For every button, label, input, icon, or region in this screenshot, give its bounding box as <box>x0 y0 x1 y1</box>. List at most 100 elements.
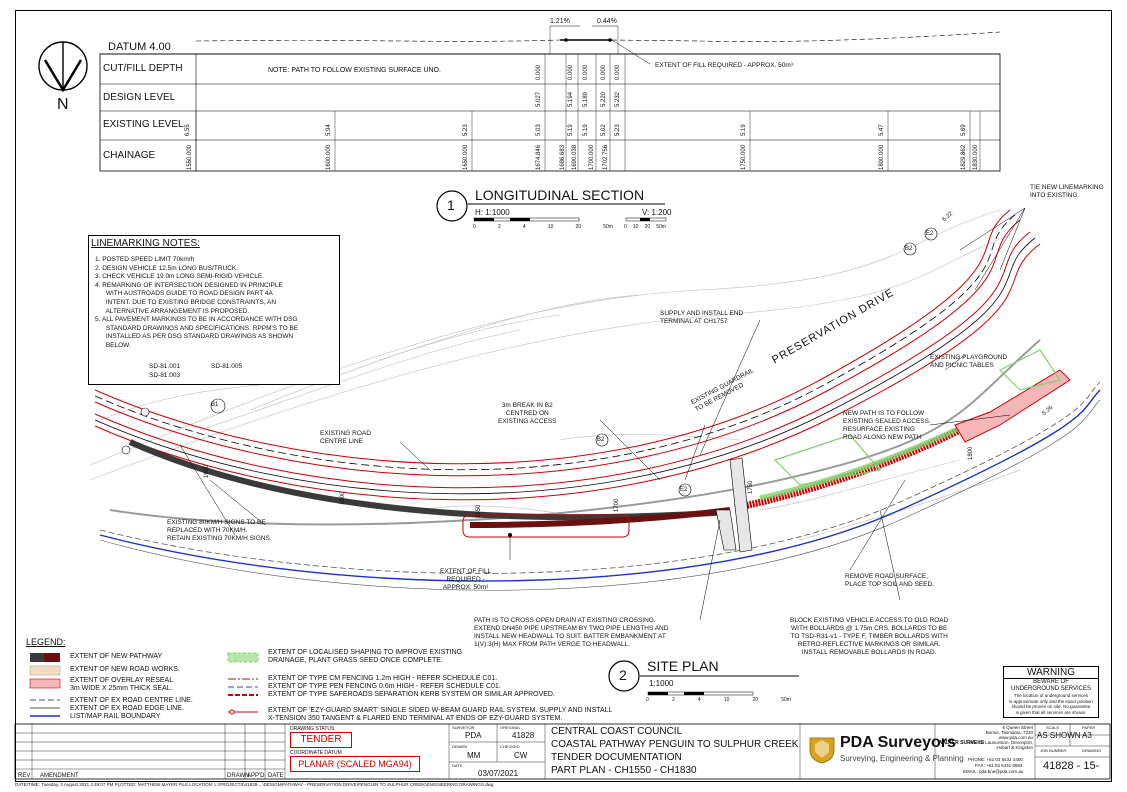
callout-remove-road: REMOVE ROAD SURFACE, PLACE TOP SOIL AND … <box>845 573 934 588</box>
origin-label: OREGINAL <box>500 725 521 730</box>
existing-value: 6.55 <box>185 124 191 136</box>
chainage-value: 1750.000 <box>741 144 747 170</box>
drawn-label: DRAWN <box>452 744 467 749</box>
long-section-number: 1 <box>447 197 455 213</box>
chainage-value: 1702.756 <box>603 144 609 170</box>
callout-tie: TIE NEW LINEMARKING INTO EXISTING. <box>1030 184 1104 199</box>
tick: 4 <box>697 697 701 703</box>
tick: 50m <box>781 697 791 703</box>
company-email: EMAIL: pda.bne@pda.com.au <box>963 769 1024 774</box>
checked-value: CW <box>514 751 528 760</box>
rev-header: REV <box>18 773 31 779</box>
tick: 10 <box>723 697 730 703</box>
company-fax: FAX: +61 03 6431 6693 <box>975 763 1023 768</box>
scale-label: SCALE <box>1046 725 1060 730</box>
legend-label: LIST/MAP RAIL BOUNDARY <box>70 713 161 720</box>
chainage-value: 1686.683 <box>560 144 566 170</box>
design-value: 5.220 <box>601 91 607 107</box>
legend-title: LEGEND: <box>26 637 66 647</box>
status-stamp: TENDER <box>290 732 352 748</box>
std-drawing: SD-81.005 <box>211 363 243 370</box>
callout-playground: EXISTING PLAYGROUND AND PICNIC TABLES <box>930 354 1008 369</box>
plan-chainage: 1800 <box>968 446 974 460</box>
existing-value: 5.03 <box>536 124 542 136</box>
tick: 2 <box>497 224 501 230</box>
tick: 2 <box>671 697 675 703</box>
warning-sub: BEWARE OF UNDERGROUND SERVICES <box>1011 679 1091 692</box>
callout-supply-end: SUPPLY AND INSTALL END TERMINAL AT CH175… <box>660 310 744 325</box>
north-arrow: N <box>35 38 93 118</box>
chainage-value: 1800.000 <box>879 144 885 170</box>
note-line: INTENT. DUE TO EXISTING BRIDGE CONSTRAIN… <box>95 298 277 306</box>
tick: 0 <box>646 697 649 703</box>
rev-header: APP'D <box>247 773 265 779</box>
plan-chainage: 1600 <box>340 491 346 505</box>
existing-value: 5.19 <box>568 124 574 136</box>
sheet-title: PART PLAN - CH1550 - CH1830 <box>551 765 697 776</box>
profile-note: NOTE: PATH TO FOLLOW EXISTING SURFACE UN… <box>268 67 441 74</box>
existing-value: 5.23 <box>463 124 469 136</box>
north-label: N <box>57 96 69 113</box>
legend-label: EXTENT OF NEW PATHWAY <box>70 653 163 660</box>
tag-e2: E2 <box>680 487 688 493</box>
design-value: 5.194 <box>568 91 574 107</box>
rev-header: DATE <box>268 773 284 779</box>
legend: LEGEND: EXTENT OF NEW PATHWAY EXTENT OF … <box>26 637 612 725</box>
long-section-title-graphic <box>436 190 667 222</box>
site-plan-ticks: 0 2 4 10 20 50m <box>646 697 791 703</box>
company-address: 6 Queen Street Burnie, Tasmania, 7320 ww… <box>968 725 1033 750</box>
legend-label: EXTENT OF EX ROAD EDGE LINE. <box>70 705 184 712</box>
std-drawing: SD-81.001 <box>149 363 181 370</box>
plan-chainage: 1600 <box>204 464 210 478</box>
tick: 0 <box>624 224 627 230</box>
plot-footer: DATE/TIME: Tuesday, 3 August 2021 4:49:0… <box>15 782 494 787</box>
existing-value: 5.19 <box>583 124 589 136</box>
paper-label: PAPER <box>1082 725 1096 730</box>
drawn-value: MM <box>467 751 481 760</box>
note-line: 5. ALL PAVEMENT MARKINGS TO BE IN ACCORD… <box>95 316 298 324</box>
tick: 4 <box>522 224 526 230</box>
chainage-value: 1829.862 <box>961 144 967 170</box>
design-value: 5.027 <box>536 91 542 107</box>
cutfill-value: 0.000 <box>536 64 542 80</box>
profile-fill-note: EXTENT OF FILL REQUIRED - APPROX. 50m³ <box>655 62 793 69</box>
tick: 20 <box>575 224 582 230</box>
tick: 50m <box>656 224 666 230</box>
company-name: PDA Surveyors <box>840 734 956 751</box>
chainage-value: 1600.000 <box>326 144 332 170</box>
legend-swatches <box>29 652 259 717</box>
note-line: 3. CHECK VEHICLE 19.0m LONG SEMI-RIGID V… <box>95 273 265 281</box>
h-scale-ticks: 0 2 4 10 20 50m <box>473 224 613 230</box>
legend-label: EXTENT OF TYPE SAFEROADS SEPARATION KERB… <box>268 691 555 698</box>
cutfill-value: 0.000 <box>568 64 574 80</box>
std-drawing: SD-81.003 <box>149 372 181 379</box>
note-line: 4. REMARKING OF INTERSECTION DESIGNED IN… <box>95 281 283 289</box>
note-line: 1. POSTED SPEED LIMIT 70km/h <box>95 256 195 263</box>
existing-value: 5.02 <box>601 124 607 136</box>
legend-label: EXTENT OF TYPE PEN FENCING 0.6m HIGH - R… <box>268 683 501 690</box>
note-line: 2. DESIGN VEHICLE 12.5m LONG BUS/TRUCK. <box>95 264 239 272</box>
callout-new-path: NEW PATH IS TO FOLLOW EXISTING SEALED AC… <box>843 410 931 441</box>
legend-label: EXTENT OF NEW ROAD WORKS. <box>70 666 180 673</box>
legend-label: EXTENT OF EX ROAD CENTRE LINE. <box>70 697 193 704</box>
legend-label: DRAINAGE, PLANT GRASS SEED ONCE COMPLETE… <box>268 657 443 664</box>
plan-chainage: 1650 <box>476 504 482 518</box>
tick: 20 <box>644 224 651 230</box>
row-cutfill: CUT/FILL DEPTH <box>103 63 183 74</box>
date-value: 03/07/2021 <box>478 769 519 778</box>
job-label: JOB NUMBER <box>1040 748 1067 753</box>
client: CENTRAL COAST COUNCIL <box>551 726 683 737</box>
tick: 50m <box>603 224 613 230</box>
coord-stamp: PLANAR (SCALED MGA94) <box>290 756 420 772</box>
chainage-value: 1674.846 <box>536 144 542 170</box>
legend-label: EXTENT OF 'EZY-GUARD SMART' SINGLE SIDED… <box>268 707 613 714</box>
existing-value: 5.69 <box>961 124 967 136</box>
surveyor-label: SURVEYOR <box>452 725 475 730</box>
datum-label: DATUM 4.00 <box>108 41 171 53</box>
company-phone: PHONE: +61 03 6431 4400 <box>968 757 1023 762</box>
site-plan-title-graphic <box>608 660 799 696</box>
legend-label: EXTENT OF OVERLAY RESEAL <box>70 677 174 684</box>
plan-chainage: 1700 <box>614 498 620 512</box>
site-plan-drawing <box>89 207 1101 621</box>
note-line: ALTERNATIVE ARRANGEMENT IS PROPOSED. <box>95 307 250 315</box>
